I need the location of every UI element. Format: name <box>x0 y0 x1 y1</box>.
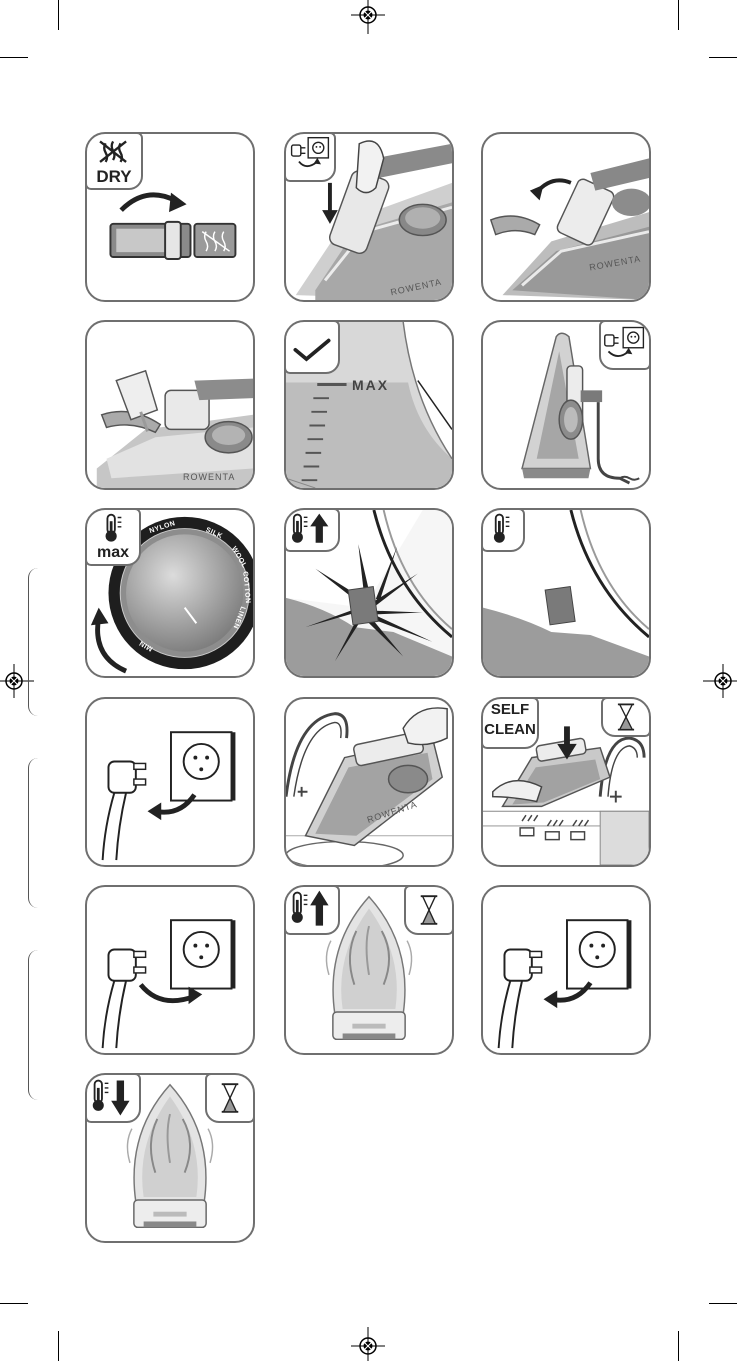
max-temp-badge: max <box>85 508 141 566</box>
dry-label: DRY <box>87 167 141 187</box>
panel-fill-water: ROWENTA <box>85 320 255 490</box>
brand-label: ROWENTA <box>183 472 235 482</box>
check-badge <box>284 320 340 374</box>
panel-self-clean: SELF CLEAN <box>481 697 651 867</box>
arrow-up-icon <box>310 514 328 543</box>
max-fill-label: MAX <box>352 377 389 393</box>
temp-up-badge <box>284 885 340 935</box>
hourglass-icon <box>406 887 452 933</box>
max-temp-label: max <box>87 544 139 562</box>
panel-soleplate-heat <box>284 885 454 1055</box>
thermometer-icon <box>292 893 308 923</box>
self-clean-line2: CLEAN <box>483 721 537 738</box>
panel-max-level: MAX <box>284 320 454 490</box>
hourglass-badge <box>205 1073 255 1123</box>
hourglass-badge <box>601 697 651 737</box>
checkmark-icon <box>286 322 338 372</box>
hourglass-icon <box>207 1075 253 1121</box>
panel-over-sink: ROWENTA <box>284 697 454 867</box>
temp-badge <box>481 508 525 552</box>
registration-mark-icon <box>351 0 385 34</box>
hourglass-icon <box>603 699 649 735</box>
crop-mark <box>0 57 28 58</box>
sidebar-tab-line <box>28 568 39 716</box>
panel-iron-upright <box>481 320 651 490</box>
socket-plug-icon <box>601 322 649 368</box>
panel-unplug <box>85 697 255 867</box>
sidebar-tab-line <box>28 758 39 908</box>
temp-up-badge <box>284 508 340 552</box>
arrow-up-icon <box>310 891 328 926</box>
crop-mark <box>709 1303 737 1304</box>
panel-soleplate-cool <box>85 1073 255 1243</box>
panel-light-heating <box>284 508 454 678</box>
arrow-down-icon <box>111 1081 129 1116</box>
thermometer-icon <box>483 510 523 550</box>
crop-mark <box>0 1303 28 1304</box>
temp-down-badge <box>85 1073 141 1123</box>
hourglass-badge <box>404 885 454 935</box>
self-clean-badge: SELF CLEAN <box>481 697 539 749</box>
dry-badge: DRY <box>85 132 143 190</box>
panel-light-ready <box>481 508 651 678</box>
self-clean-line1: SELF <box>483 701 537 718</box>
socket-plug-icon <box>286 134 334 180</box>
unplug-badge <box>284 132 336 182</box>
thermometer-icon <box>93 1081 109 1111</box>
crop-mark <box>58 1331 59 1361</box>
sidebar-tab-line <box>28 950 39 1100</box>
registration-mark-icon <box>703 664 737 698</box>
crop-mark <box>678 1331 679 1361</box>
panel-dry-switch: DRY <box>85 132 255 302</box>
crop-mark <box>58 0 59 30</box>
crop-mark <box>709 57 737 58</box>
crop-mark <box>678 0 679 30</box>
thermometer-icon <box>292 515 307 543</box>
panel-unplug-end <box>481 885 651 1055</box>
panel-dial-max: max NYLON SILK WOOL COTTON LINEN MIN <box>85 508 255 678</box>
panel-plug-in <box>85 885 255 1055</box>
registration-mark-icon <box>351 1327 385 1361</box>
panel-open-flap: ROWENTA <box>481 132 651 302</box>
panel-press-button: ROWENTA <box>284 132 454 302</box>
plug-in-badge <box>599 320 651 370</box>
